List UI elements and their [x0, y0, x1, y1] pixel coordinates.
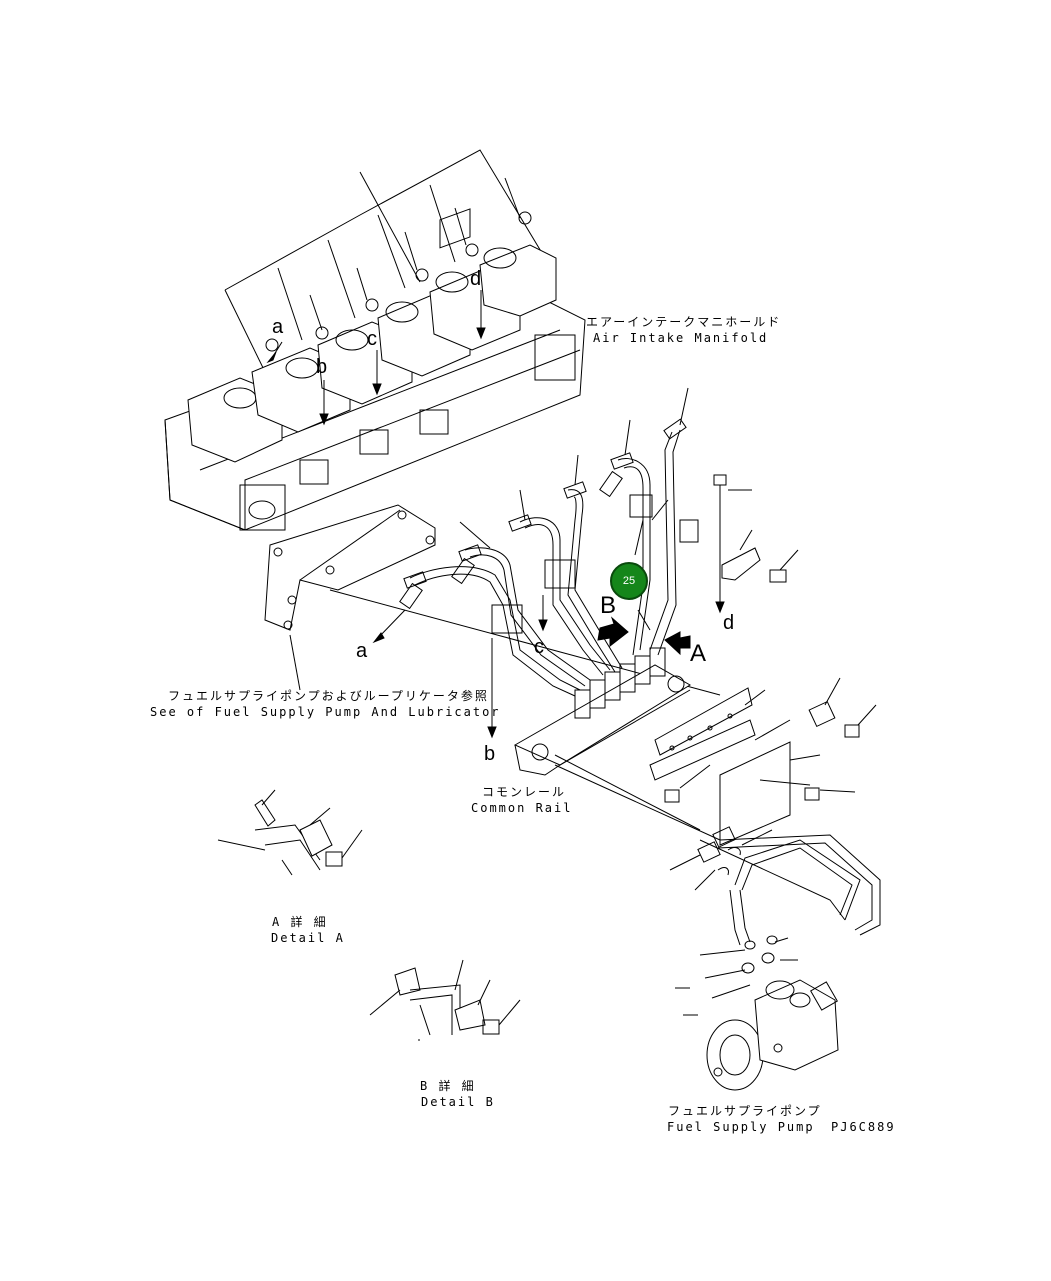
ref-letter-c-bottom: c: [534, 636, 544, 658]
ref-letter-a-top: a: [272, 316, 284, 338]
ref-letter-d-bottom: d: [723, 612, 735, 634]
cylinder-head-assembly: [164, 208, 586, 531]
view-label-b: B: [600, 592, 617, 619]
fuel-injection-pipes: [399, 418, 687, 697]
fuel-supply-pump-label-en: Fuel Supply Pump: [667, 1120, 815, 1134]
see-fuel-supply-label-jp: フュエルサプライポンプおよびループリケータ参照: [168, 689, 489, 703]
fuel-supply-pump-label-jp: フュエルサプライポンプ: [668, 1104, 822, 1118]
common-rail-label-jp: コモンレール: [482, 785, 567, 799]
view-label-a: A: [690, 640, 707, 667]
detail-b-label-jp: B 詳 細: [420, 1079, 476, 1093]
part-callout-marker[interactable]: 25: [610, 562, 648, 600]
top-reference-arrows: [266, 290, 486, 426]
common-rail-label-en: Common Rail: [471, 801, 573, 815]
ref-letter-a-bottom: a: [356, 640, 368, 662]
drawing-code: PJ6C889: [831, 1120, 896, 1134]
fuel-supply-pump-drawing: [669, 826, 881, 1091]
air-intake-manifold-label-jp: エアーインテークマニホールド: [586, 315, 782, 329]
pipe-clamps: [491, 494, 699, 634]
air-intake-manifold-label-en: Air Intake Manifold: [593, 331, 769, 345]
bracket-plate: [264, 504, 436, 691]
ref-letter-c-top: c: [367, 328, 377, 350]
see-fuel-supply-label-en: See of Fuel Supply Pump And Lubricator: [150, 705, 501, 719]
detail-a-label-en: Detail A: [271, 931, 345, 945]
ref-letter-b-bottom: b: [484, 743, 496, 765]
detail-b-drawing: [369, 959, 521, 1041]
detail-b-label-en: Detail B: [421, 1095, 495, 1109]
part-callout-number: 25: [622, 575, 636, 587]
ref-letter-d-top: d: [470, 268, 482, 290]
bolt-bracket-right: [713, 474, 799, 583]
detail-a-drawing: [217, 789, 363, 876]
detail-a-label-jp: A 詳 細: [272, 915, 328, 929]
common-rail: [513, 647, 721, 841]
right-plates: [649, 677, 877, 846]
ref-letter-b-top: b: [316, 356, 328, 378]
